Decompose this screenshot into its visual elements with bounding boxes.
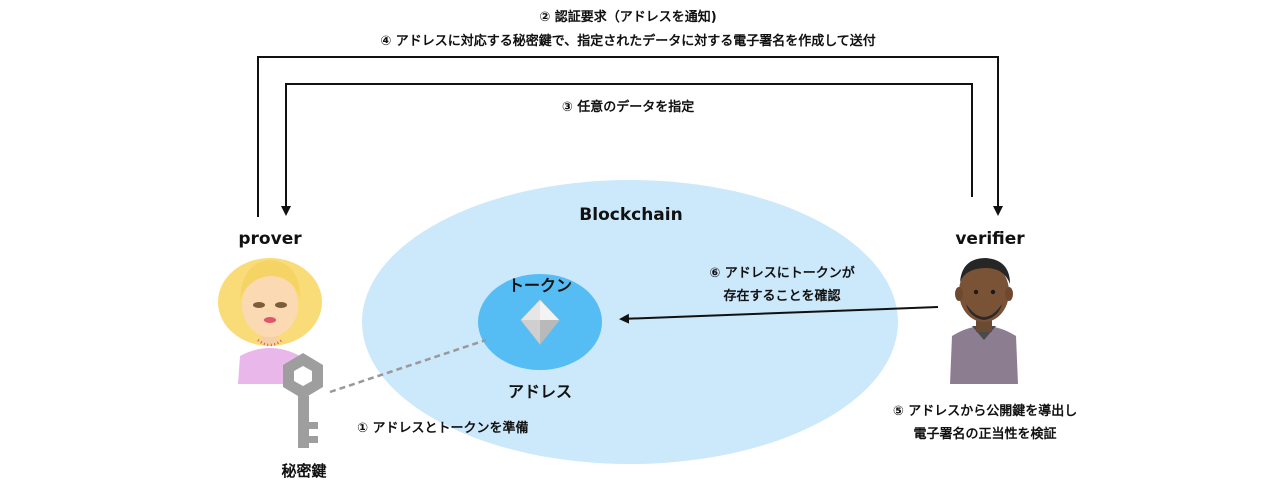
key-icon [283,353,323,448]
step1-label: ① アドレスとトークンを準備 [357,421,529,436]
blockchain-title: Blockchain [579,205,683,225]
step4-label: ④ アドレスに対応する秘密鍵で、指定されたデータに対する電子署名を作成して送付 [380,34,876,49]
address-label: アドレス [507,382,573,401]
step6-line2: 存在することを確認 [723,289,841,304]
step2-label: ② 認証要求（アドレスを通知) [539,10,717,25]
arrow-prover-to-verifier [257,56,1003,217]
step3-label: ③ 任意のデータを指定 [561,100,695,115]
dashed-link-key-address [329,338,487,394]
blockchain-ellipse [362,180,898,464]
prover-label: prover [238,229,302,249]
verifier-avatar [950,258,1018,384]
prover-avatar [218,258,322,384]
token-label: トークン [507,276,573,295]
arrow-verifier-to-prover [281,83,973,216]
arrow-check-token [619,306,939,324]
gem-icon [520,299,560,345]
step5-line2: 電子署名の正当性を検証 [913,427,1057,442]
step5-line1: ⑤ アドレスから公開鍵を導出し [892,404,1078,419]
private-key-label: 秘密鍵 [281,462,327,480]
verifier-label: verifier [955,229,1025,249]
step6-line1: ⑥ アドレスにトークンが [709,266,855,281]
